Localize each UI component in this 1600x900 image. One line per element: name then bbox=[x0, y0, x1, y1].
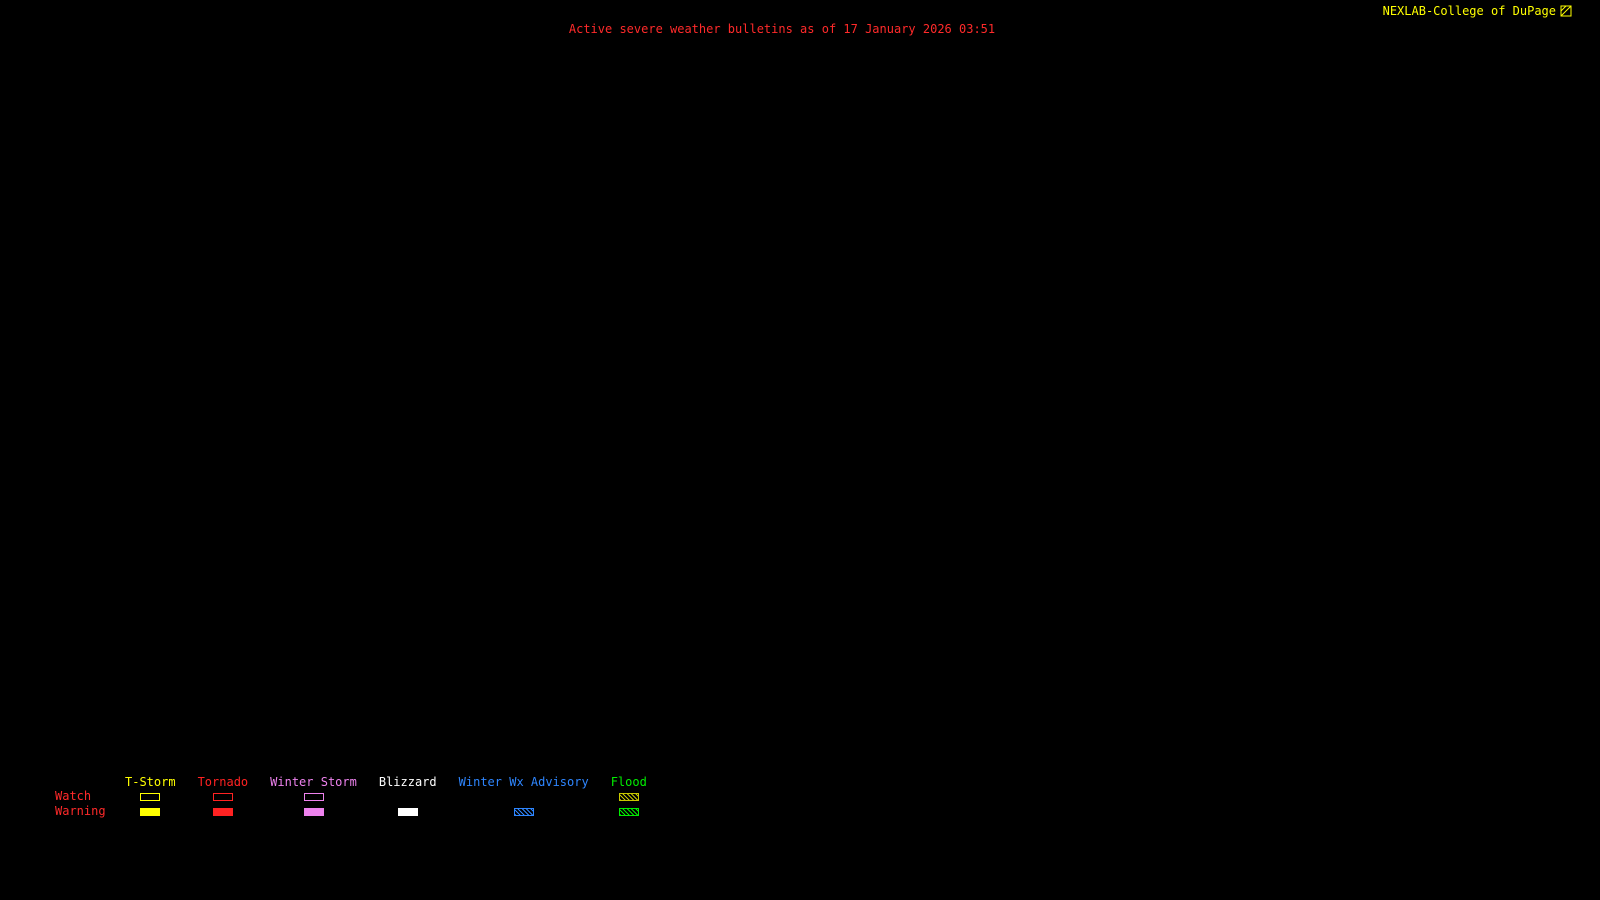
legend-column-label: Flood bbox=[610, 775, 647, 789]
legend-cell-watch bbox=[140, 789, 161, 804]
legend-column-flood: Flood bbox=[611, 776, 647, 819]
legend-swatch-watch bbox=[212, 792, 233, 801]
legend-swatch-warning bbox=[140, 807, 161, 816]
legend-cell-warning bbox=[513, 804, 534, 819]
legend-column-blizzard: Blizzard bbox=[379, 776, 437, 819]
legend-column-label: Winter Storm bbox=[270, 775, 357, 789]
bulletin-title: Active severe weather bulletins as of 17… bbox=[568, 22, 996, 36]
legend-cell-watch bbox=[514, 789, 534, 804]
legend-swatch-warning bbox=[303, 807, 324, 816]
legend-cell-warning bbox=[303, 804, 324, 819]
legend-cell-warning bbox=[618, 804, 639, 819]
legend-column-tornado: Tornado bbox=[197, 775, 249, 819]
legend-label-spacer bbox=[55, 776, 125, 789]
brand: NEXLAB-College of DuPage bbox=[1383, 4, 1572, 18]
legend-column-label: Blizzard bbox=[378, 775, 437, 789]
legend-cell-watch bbox=[303, 789, 324, 804]
legend-column-label: Tornado bbox=[197, 775, 249, 789]
legend-swatch-warning bbox=[618, 807, 639, 816]
legend-swatch-warning bbox=[212, 807, 233, 816]
legend-cell-watch bbox=[618, 789, 639, 804]
legend-swatch-warning bbox=[513, 807, 534, 816]
legend-swatch-watch bbox=[618, 792, 639, 801]
legend-cell-watch bbox=[398, 789, 418, 804]
legend-swatch-watch bbox=[303, 792, 324, 801]
legend-column-t-storm: T-Storm bbox=[125, 776, 176, 819]
legend-cell-watch bbox=[212, 789, 233, 804]
legend-cell-warning bbox=[397, 804, 418, 819]
legend-row-labels: Watch Warning bbox=[55, 776, 125, 819]
legend-column-label: T-Storm bbox=[125, 775, 176, 789]
legend: Watch Warning T-Storm Tornado Winter Storm… bbox=[55, 776, 647, 819]
legend-column-winter-wx-advisory: Winter Wx Advisory bbox=[459, 776, 589, 819]
legend-column-label: Winter Wx Advisory bbox=[458, 775, 589, 789]
legend-columns: T-Storm Tornado Winter Storm Blizzard Winter… bbox=[125, 776, 647, 819]
legend-swatch-warning bbox=[397, 807, 418, 816]
flag-icon bbox=[1560, 5, 1572, 17]
brand-text: NEXLAB-College of DuPage bbox=[1382, 4, 1556, 18]
legend-cell-warning bbox=[140, 804, 161, 819]
legend-swatch-watch bbox=[140, 792, 161, 801]
legend-cell-warning bbox=[212, 804, 233, 819]
legend-watch-label: Watch bbox=[55, 789, 92, 803]
legend-column-winter-storm: Winter Storm bbox=[270, 776, 357, 819]
legend-warning-label: Warning bbox=[55, 804, 106, 818]
